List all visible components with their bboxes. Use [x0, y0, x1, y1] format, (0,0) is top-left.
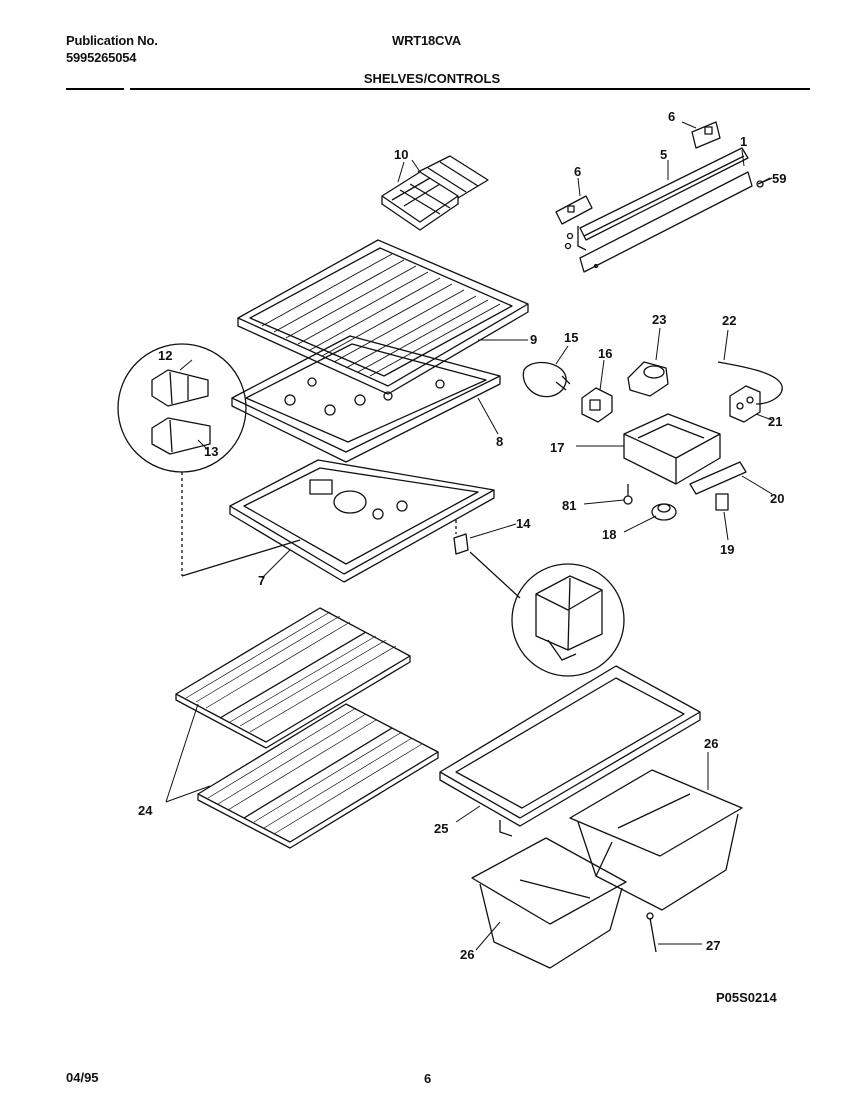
- part-ice-trays-10: [381, 155, 489, 231]
- callout-18: 18: [602, 527, 617, 542]
- callout-26-left: 26: [460, 947, 475, 962]
- part-crisper-26-left: [471, 837, 627, 969]
- footer-date: 04/95: [66, 1070, 99, 1085]
- page-number: 6: [424, 1071, 432, 1086]
- part-knob-18: [651, 503, 677, 521]
- part-shelf-frame-8: [231, 335, 501, 463]
- part-crisper-26-right: [569, 769, 743, 911]
- part-screw-59: [756, 177, 773, 188]
- callout-25: 25: [434, 821, 449, 836]
- callout-16: 16: [598, 346, 613, 361]
- callout-24: 24: [138, 803, 153, 818]
- callout-81: 81: [562, 498, 577, 513]
- callout-20: 20: [770, 491, 785, 506]
- callout-23: 23: [652, 312, 667, 327]
- callout-15: 15: [564, 330, 579, 345]
- part-control-14: [453, 520, 469, 555]
- part-bracket-6-top: [691, 121, 721, 149]
- callout-14: 14: [516, 516, 531, 531]
- callout-17: 17: [550, 440, 565, 455]
- callout-5: 5: [660, 147, 668, 162]
- part-rail-5: [564, 147, 749, 251]
- callout-6: 6: [668, 109, 676, 124]
- callout-59: 59: [772, 171, 787, 186]
- callout-10: 10: [394, 147, 409, 162]
- drawing-code: P05S0214: [716, 990, 777, 1005]
- part-wire-shelves-24: [175, 607, 439, 849]
- callout-21: 21: [768, 414, 783, 429]
- part-cover-20: [689, 461, 747, 495]
- callout-6b: 6: [574, 164, 582, 179]
- callout-13: 13: [204, 444, 219, 459]
- callout-12: 12: [158, 348, 173, 363]
- part-wire-22: [717, 361, 783, 405]
- publication-label: Publication No.: [66, 33, 158, 48]
- callout-26-right: 26: [704, 736, 719, 751]
- header-rule: [66, 88, 810, 90]
- part-shelf-9: [237, 239, 529, 395]
- part-plug-21: [729, 385, 761, 423]
- part-switch-19: [715, 493, 729, 511]
- part-crisper-frame-25: [439, 665, 701, 837]
- callout-27: 27: [706, 938, 721, 953]
- part-bracket-6-left: [555, 195, 593, 225]
- part-screw-81: [623, 484, 633, 505]
- publication-number: 5995265054: [66, 50, 137, 65]
- callout-19: 19: [720, 542, 735, 557]
- callout-22: 22: [722, 313, 737, 328]
- part-socket-16: [581, 387, 613, 423]
- part-trim-1: [579, 171, 753, 273]
- detail-circle-control: [469, 551, 625, 677]
- callout-1: 1: [740, 134, 748, 149]
- leader-lines: [165, 121, 773, 951]
- detail-circle-bins-12-13: [117, 343, 301, 577]
- part-bulb-15: [522, 361, 571, 398]
- callout-9: 9: [530, 332, 538, 347]
- part-crisper-cover-7: [229, 459, 495, 583]
- part-screw-27: [646, 912, 657, 953]
- callout-8: 8: [496, 434, 504, 449]
- model-number: WRT18CVA: [392, 33, 461, 48]
- section-title: SHELVES/CONTROLS: [363, 71, 501, 86]
- part-timer-23: [627, 361, 669, 397]
- part-control-housing-17: [623, 413, 721, 485]
- callout-7: 7: [258, 573, 266, 588]
